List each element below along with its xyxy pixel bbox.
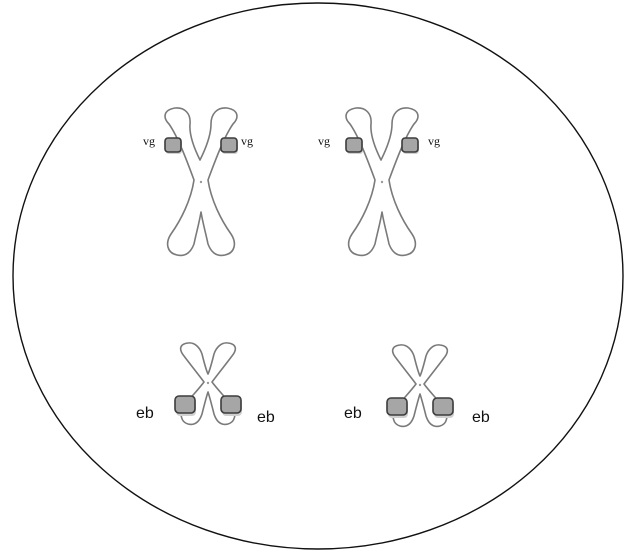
gene-label-vg-1-right: vg (241, 134, 253, 148)
gene-label-vg-1-left: vg (143, 134, 155, 148)
short-chromosome-1: eb eb (136, 342, 275, 426)
short-chromosome-2: eb eb (344, 344, 490, 428)
long-chromosome-1: vg vg (143, 107, 253, 257)
gene-label-eb-1-right: eb (257, 409, 275, 426)
gene-label-vg-2-left: vg (318, 134, 330, 148)
cell-membrane (12, 2, 624, 550)
gene-label-vg-2-right: vg (428, 134, 440, 148)
gene-label-eb-2-left: eb (344, 405, 362, 422)
gene-label-eb-2-right: eb (472, 409, 490, 426)
long-chromosome-2: vg vg (318, 107, 440, 257)
gene-label-eb-1-left: eb (136, 405, 154, 422)
